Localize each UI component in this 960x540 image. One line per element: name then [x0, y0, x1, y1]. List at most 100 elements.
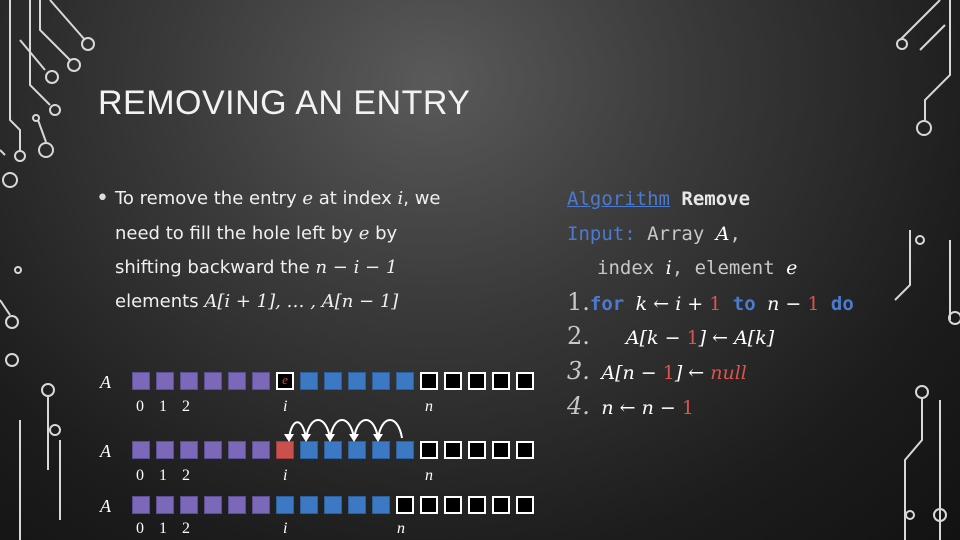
array-cell-empty	[468, 372, 486, 390]
bullet-marker: •	[96, 186, 109, 211]
array-cell-shifted	[372, 441, 390, 459]
array-label-row-3: A	[100, 496, 111, 516]
math: ] ←	[674, 362, 711, 384]
array-cell-filled	[156, 441, 174, 459]
array-cell-shifted	[396, 372, 414, 390]
math-range: A[i + 1], … , A[n − 1]	[204, 291, 399, 312]
keyword-for: for	[589, 293, 636, 315]
input-label: Input:	[567, 223, 636, 245]
index-label-2: 2	[182, 467, 190, 484]
text: by	[369, 223, 398, 244]
algorithm-input-2: index i, element e	[597, 257, 797, 279]
array-cell-empty	[420, 441, 438, 459]
algorithm-header: Algorithm Remove	[567, 188, 750, 210]
math: n ← n −	[601, 397, 682, 419]
step-number: 1.	[567, 288, 590, 316]
bullet-line-3: shifting backward the n − i − 1	[115, 257, 397, 278]
array-cell-filled	[228, 372, 246, 390]
math-one: 1	[807, 293, 820, 315]
step-number: 2.	[567, 322, 590, 350]
array-cell-empty	[492, 496, 510, 514]
array-cell-shifted	[324, 372, 342, 390]
array-cell-shifted	[372, 496, 390, 514]
math: +	[681, 293, 710, 315]
math-one: 1	[709, 293, 722, 315]
array-cell-shifted	[396, 441, 414, 459]
math: A[n −	[601, 362, 663, 384]
index-label-2: 2	[182, 520, 190, 537]
index-label-n: n	[425, 398, 433, 415]
math-e: e	[786, 257, 798, 279]
array-cell-filled	[156, 496, 174, 514]
math-e: e	[358, 223, 370, 244]
null-literal: null	[710, 362, 747, 384]
array-cell-filled	[204, 441, 222, 459]
index-label-i: i	[283, 520, 288, 537]
array-cell-shifted	[348, 496, 366, 514]
array-cell-empty	[516, 372, 534, 390]
index-label-1: 1	[159, 398, 167, 415]
text: Array	[635, 223, 716, 245]
text: need to fill the hole left by	[115, 223, 359, 244]
math-one: 1	[681, 397, 694, 419]
keyword-algorithm: Algorithm	[567, 188, 670, 210]
bullet-line-2: need to fill the hole left by e by	[115, 223, 397, 244]
text: elements	[115, 291, 205, 312]
bullet-line-4: elements A[i + 1], … , A[n − 1]	[115, 291, 398, 312]
index-label-0: 0	[136, 520, 144, 537]
algorithm-step-3: 3. A[n − 1] ← null	[567, 357, 747, 385]
array-cell-empty	[516, 441, 534, 459]
math: ] ← A[k]	[698, 327, 775, 349]
array-cell-filled	[180, 441, 198, 459]
math-i: i	[665, 257, 672, 279]
array-cell-empty	[492, 441, 510, 459]
array-cell-empty	[516, 496, 534, 514]
math: k ←	[635, 293, 676, 315]
math-n: n	[767, 293, 780, 315]
array-cell-filled	[180, 372, 198, 390]
array-cell-filled	[132, 441, 150, 459]
index-label-i: i	[283, 467, 288, 484]
math-i: i	[397, 188, 404, 209]
array-cell-empty	[420, 496, 438, 514]
math-one: 1	[686, 327, 699, 349]
array-cell-filled	[132, 496, 150, 514]
index-label-0: 0	[136, 398, 144, 415]
index-label-2: 2	[182, 398, 190, 415]
math-e: e	[302, 188, 313, 209]
array-cell-shifted	[324, 441, 342, 459]
array-cell-empty	[468, 496, 486, 514]
algorithm-input: Input: Array A,	[567, 223, 741, 245]
array-cell-filled	[252, 496, 270, 514]
slide-title: REMOVING AN ENTRY	[98, 84, 471, 122]
array-cell-shifted	[300, 441, 318, 459]
math-i: i	[675, 293, 682, 315]
index-label-n: n	[397, 520, 405, 537]
index-label-1: 1	[159, 520, 167, 537]
text: index	[597, 257, 666, 279]
array-cell-filled	[228, 441, 246, 459]
math: A[k −	[625, 327, 687, 349]
algorithm-step-2: 2. A[k − 1] ← A[k]	[567, 322, 774, 350]
keyword-to: to	[721, 293, 768, 315]
bullet-line-1: To remove the entry e at index i, we	[115, 188, 441, 209]
text: shifting backward the	[115, 257, 316, 278]
algorithm-name: Remove	[681, 188, 751, 210]
array-cell-empty	[468, 441, 486, 459]
array-cell-shifted	[300, 496, 318, 514]
array-cell-empty	[396, 496, 414, 514]
math-count: n − i − 1	[315, 257, 398, 278]
array-cell-filled	[228, 496, 246, 514]
keyword-do: do	[819, 293, 854, 315]
math-one: 1	[662, 362, 675, 384]
array-cell-filled	[132, 372, 150, 390]
index-label-i: i	[283, 398, 288, 415]
text: , we	[403, 188, 441, 209]
array-cell-filled	[252, 441, 270, 459]
array-label-row-1: A	[100, 372, 111, 392]
index-label-n: n	[425, 467, 433, 484]
array-cell-empty	[444, 372, 462, 390]
array-cell-filled	[156, 372, 174, 390]
array-cell-shifted	[372, 372, 390, 390]
array-cell-empty	[444, 441, 462, 459]
